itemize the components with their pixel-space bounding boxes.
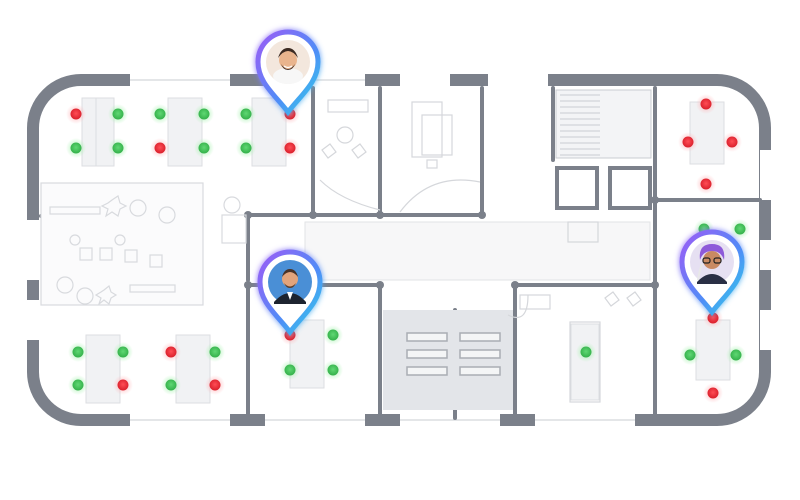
seat-available[interactable] <box>327 329 339 341</box>
seat-occupied[interactable] <box>707 387 719 399</box>
person-pin-bearded-man[interactable] <box>255 29 321 117</box>
avatar-purple-hair-icon <box>697 244 727 284</box>
seat-available[interactable] <box>70 142 82 154</box>
seat-available[interactable] <box>327 364 339 376</box>
seat-available[interactable] <box>72 346 84 358</box>
elevator-core <box>555 166 652 210</box>
corridor <box>304 221 651 281</box>
seat-available[interactable] <box>112 142 124 154</box>
seat-occupied[interactable] <box>70 108 82 120</box>
seat-available[interactable] <box>734 223 746 235</box>
seat-available[interactable] <box>112 108 124 120</box>
seat-available[interactable] <box>284 364 296 376</box>
seat-available[interactable] <box>117 346 129 358</box>
seat-occupied[interactable] <box>284 142 296 154</box>
seat-available[interactable] <box>165 379 177 391</box>
seat-available[interactable] <box>198 108 210 120</box>
seat-available[interactable] <box>240 108 252 120</box>
seat-available[interactable] <box>198 142 210 154</box>
seat-available[interactable] <box>72 379 84 391</box>
seat-occupied[interactable] <box>682 136 694 148</box>
seat-available[interactable] <box>154 108 166 120</box>
person-pin-suit-man[interactable] <box>257 249 323 337</box>
lounge-area <box>40 182 247 306</box>
seat-occupied[interactable] <box>726 136 738 148</box>
seat-occupied[interactable] <box>117 379 129 391</box>
seat-markers <box>66 94 750 403</box>
meeting-rooms <box>319 99 642 403</box>
person-pin-purple-hair[interactable] <box>679 229 745 317</box>
seat-occupied[interactable] <box>700 178 712 190</box>
seat-occupied[interactable] <box>700 98 712 110</box>
avatar-suit-man-icon <box>274 269 306 304</box>
seat-available[interactable] <box>209 346 221 358</box>
seat-available[interactable] <box>730 349 742 361</box>
avatar-bearded-man-icon <box>273 48 303 84</box>
restrooms <box>383 310 513 410</box>
seat-occupied[interactable] <box>165 346 177 358</box>
seat-occupied[interactable] <box>707 312 719 324</box>
staircase <box>555 89 652 159</box>
seat-available[interactable] <box>580 346 592 358</box>
seat-available[interactable] <box>684 349 696 361</box>
seat-available[interactable] <box>240 142 252 154</box>
seat-occupied[interactable] <box>154 142 166 154</box>
seat-occupied[interactable] <box>209 379 221 391</box>
